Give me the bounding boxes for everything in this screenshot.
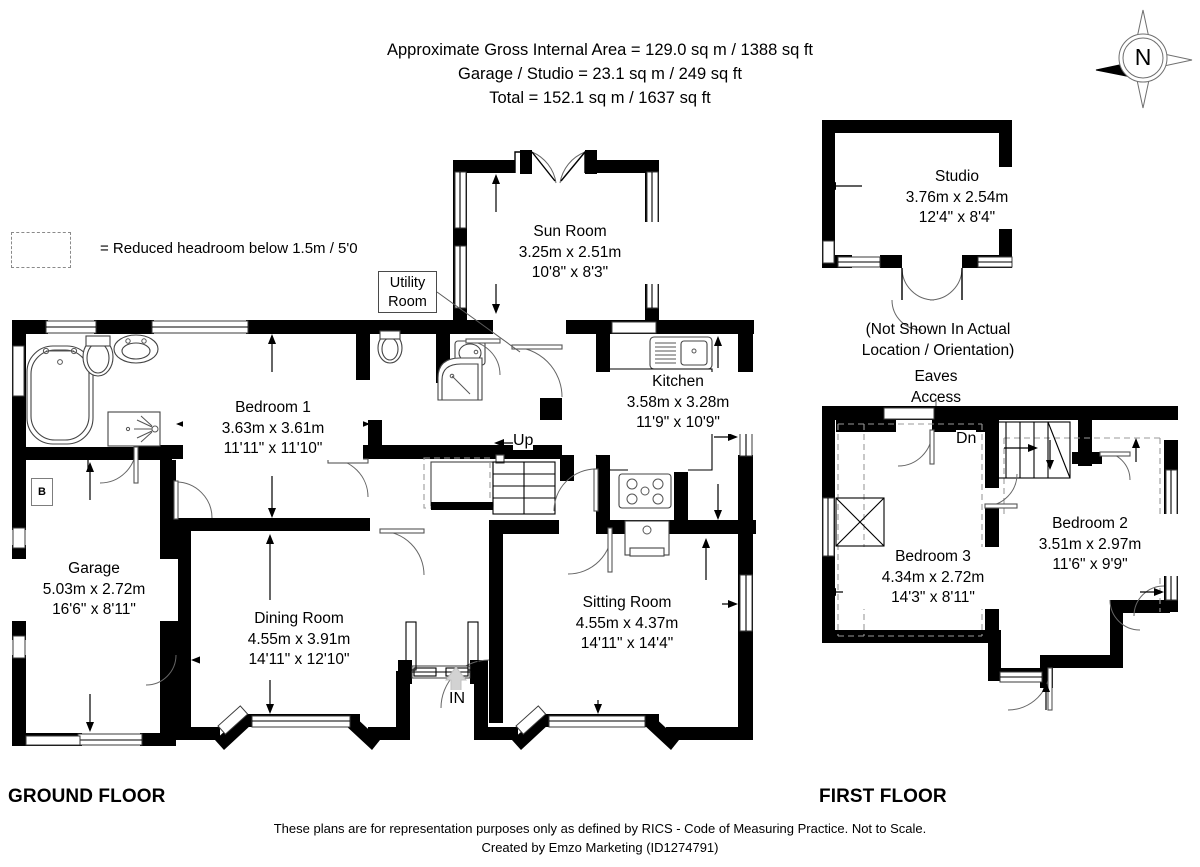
compass-north-label: N <box>1134 44 1152 70</box>
total-area-line: Total = 152.1 sq m / 1637 sq ft <box>489 89 711 107</box>
room-label-dining-room: Dining Room 4.55m x 3.91m 14'11" x 12'10… <box>200 609 398 671</box>
reduced-headroom-legend-text: = Reduced headroom below 1.5m / 5'0 <box>100 240 358 257</box>
rics-disclaimer-line: These plans are for representation purpo… <box>273 821 927 836</box>
utility-room-leader-line <box>436 291 521 353</box>
eaves-access-hatch <box>835 497 885 547</box>
first-floor-title: FIRST FLOOR <box>819 786 947 807</box>
studio-note-line2: Location / Orientation) <box>861 341 1015 359</box>
bathroom-fixtures <box>26 334 161 447</box>
room-label-sun-room: Sun Room 3.25m x 2.51m 10'8" x 8'3" <box>470 222 670 284</box>
room-label-kitchen: Kitchen 3.58m x 3.28m 11'9" x 10'9" <box>588 372 768 434</box>
area-summary-header: Approximate Gross Internal Area = 129.0 … <box>0 38 1200 110</box>
studio-note-line1: (Not Shown In Actual <box>865 321 1011 338</box>
disclaimer-footer: These plans are for representation purpo… <box>0 819 1200 857</box>
ground-floor-doors <box>99 338 613 709</box>
entrance-marker: IN <box>449 690 465 708</box>
stairs-down-marker: Dn <box>956 430 977 448</box>
created-by-line: Created by Emzo Marketing (ID1274791) <box>481 840 719 855</box>
room-label-sitting-room: Sitting Room 4.55m x 4.37m 14'11" x 14'4… <box>532 593 722 655</box>
gross-internal-area-line: Approximate Gross Internal Area = 129.0 … <box>386 41 814 59</box>
sun-room-bay <box>514 151 597 184</box>
garage-studio-area-line: Garage / Studio = 23.1 sq m / 249 sq ft <box>458 65 742 83</box>
shower-head-icon <box>125 415 159 443</box>
first-floor-staircase <box>991 421 1071 479</box>
eaves-access-line2: Access <box>911 388 961 406</box>
ensuite-fixtures <box>377 330 505 510</box>
kitchen-fixtures <box>595 336 713 557</box>
utility-room-label-line2: Room <box>388 294 427 310</box>
room-label-garage: Garage 5.03m x 2.72m 16'6" x 8'11" <box>10 559 178 621</box>
eaves-access-label: Eaves Access <box>876 367 996 408</box>
room-label-bedroom-2: Bedroom 2 3.51m x 2.97m 11'6" x 9'9" <box>1000 514 1180 576</box>
utility-room-callout: Utility Room <box>378 271 437 313</box>
studio-location-note: (Not Shown In Actual Location / Orientat… <box>823 320 1053 361</box>
ground-floor-title: GROUND FLOOR <box>8 786 166 807</box>
utility-room-label-line1: Utility <box>389 275 426 291</box>
ground-floor-staircase <box>492 461 556 515</box>
boiler-marker: B <box>31 478 53 506</box>
compass-rose-icon <box>1095 9 1193 109</box>
stairs-up-marker: Up <box>513 432 534 450</box>
room-label-studio: Studio 3.76m x 2.54m 12'4" x 8'4" <box>862 167 1052 229</box>
reduced-headroom-swatch <box>11 232 71 268</box>
room-label-bedroom-1: Bedroom 1 3.63m x 3.61m 11'11" x 11'10" <box>183 398 363 460</box>
first-floor-doors <box>891 299 1165 711</box>
eaves-access-line1: Eaves <box>914 368 958 385</box>
room-label-bedroom-3: Bedroom 3 4.34m x 2.72m 14'3" x 8'11" <box>843 547 1023 609</box>
garage-door <box>12 345 81 746</box>
